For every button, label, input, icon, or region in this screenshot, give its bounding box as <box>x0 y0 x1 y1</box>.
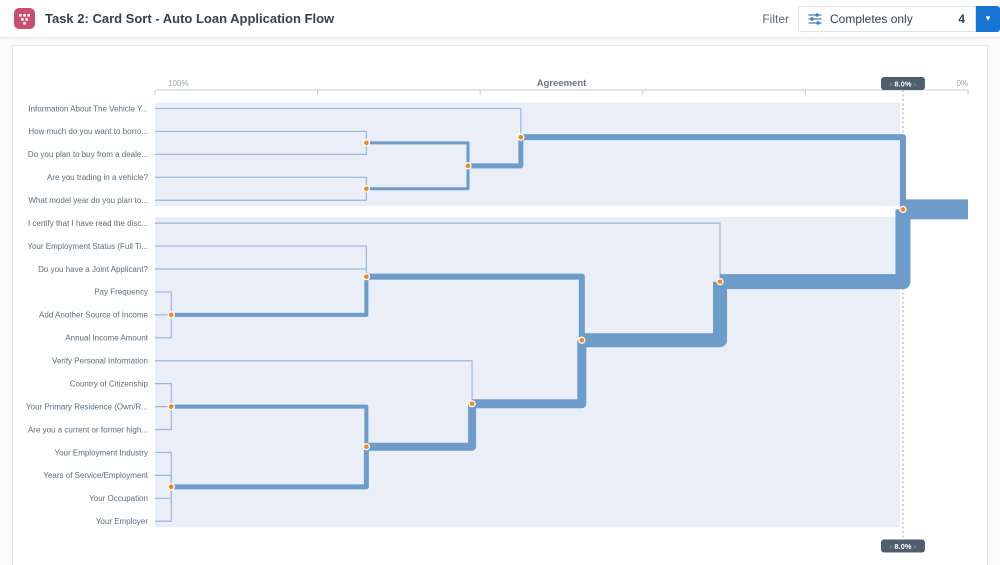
leaf-label: Years of Service/Employment <box>43 471 148 480</box>
dendrogram-link <box>155 360 473 404</box>
cluster-background <box>155 217 900 528</box>
leaf-label: Your Occupation <box>89 494 148 503</box>
dendrogram-link <box>155 222 721 282</box>
threshold-prev-icon[interactable]: ‹ <box>890 542 895 551</box>
threshold-next-icon[interactable]: › <box>912 542 917 551</box>
dendrogram-link <box>366 273 585 341</box>
dendrogram-link <box>366 403 477 451</box>
dendrogram-link <box>155 291 172 315</box>
dendrogram-link <box>155 486 172 522</box>
threshold-pill-bottom[interactable]: ‹ 8.0% › <box>880 539 925 553</box>
leaf-label: Do you plan to buy from a deale... <box>28 150 148 159</box>
header-bar: Task 2: Card Sort - Auto Loan Applicatio… <box>0 0 1000 37</box>
dendrogram-node[interactable] <box>362 139 371 147</box>
leaf-label: What model year do you plan to... <box>28 196 148 205</box>
dendrogram-node[interactable] <box>468 400 476 408</box>
dendrogram-link <box>155 176 367 189</box>
dendrogram-link <box>472 340 587 409</box>
card-sort-icon <box>14 8 35 29</box>
threshold-prev-icon[interactable]: ‹ <box>890 79 895 88</box>
filter-expand-button[interactable]: ▾ <box>976 5 1000 32</box>
dendrogram-node[interactable] <box>167 402 175 411</box>
threshold-next-icon[interactable]: › <box>912 79 917 88</box>
axis-label-agreement: Agreement <box>537 78 587 89</box>
dendrogram-link <box>720 209 911 290</box>
dendrogram-link <box>468 137 524 169</box>
filter-selected-value: Completes only <box>830 11 913 26</box>
leaf-label: Pay Frequency <box>94 288 148 297</box>
leaf-label: Country of Citizenship <box>70 379 149 388</box>
filter-count-badge: 4 <box>958 11 965 26</box>
dendrogram-link <box>155 314 172 339</box>
leaf-label: Your Employer <box>96 517 149 526</box>
dendrogram-link <box>366 141 470 166</box>
threshold-value: 8.0% <box>894 542 911 551</box>
leaf-label: Your Primary Residence (Own/R... <box>26 402 148 411</box>
page-title: Task 2: Card Sort - Auto Loan Applicatio… <box>45 11 335 26</box>
dendrogram-node[interactable] <box>362 443 371 451</box>
dendrogram-link <box>155 474 172 487</box>
filter-label: Filter <box>762 11 789 26</box>
dendrogram-link <box>520 134 906 210</box>
threshold-pill-top-body[interactable] <box>880 77 925 90</box>
dendrogram-link <box>155 245 367 277</box>
dendrogram-node[interactable] <box>716 278 724 286</box>
dendrogram-link <box>155 383 172 407</box>
axis-label-0: 0% <box>956 79 968 88</box>
dendrogram-node[interactable] <box>578 336 586 344</box>
dendrogram-node[interactable] <box>362 273 371 281</box>
dendrogram-link <box>155 107 522 138</box>
leaf-label: Add Another Source of Income <box>39 311 149 320</box>
dendrogram-link <box>155 142 367 155</box>
svg-text:‹ 8.0% ›: ‹ 8.0% › <box>890 542 917 551</box>
dendrogram-node[interactable] <box>167 483 175 491</box>
leaf-label: I certify that I have read the disc... <box>28 219 148 228</box>
leaf-label: Do you have a Joint Applicant? <box>38 265 148 274</box>
dendrogram-node[interactable] <box>167 311 175 319</box>
axis-label-100: 100% <box>168 79 188 88</box>
leaf-label: Your Employment Status (Full Ti... <box>27 242 148 251</box>
threshold-pill-bottom-body[interactable] <box>880 539 925 553</box>
leaf-label: Verify Personal Information <box>52 357 148 366</box>
svg-text:‹ 8.0% ›: ‹ 8.0% › <box>890 79 917 88</box>
dendrogram-link <box>171 276 369 317</box>
dendrogram-link <box>171 446 369 490</box>
leaf-label: Annual Income Amount <box>65 334 148 343</box>
dendrogram-link <box>366 165 470 191</box>
leaf-label: Are you a current or former high... <box>28 425 148 434</box>
dendrogram-node[interactable] <box>899 205 907 214</box>
filter-dropdown[interactable]: Completes only 4 <box>798 5 976 32</box>
leaf-label: Are you trading in a vehicle? <box>47 173 149 182</box>
dendrogram-node[interactable] <box>362 185 371 193</box>
leaf-label: Information About The Vehicle Y... <box>28 104 148 113</box>
dendrogram-node[interactable] <box>517 133 525 141</box>
dendrogram-link <box>155 188 367 201</box>
filter-sliders-icon <box>808 12 822 25</box>
dendrogram-link <box>155 130 367 143</box>
dendrogram-link <box>171 404 369 447</box>
dendrogram-node[interactable] <box>464 162 472 170</box>
chevron-down-icon: ▾ <box>985 13 991 23</box>
leaf-label: How much do you want to borro... <box>28 127 148 136</box>
dendrogram-link <box>155 406 172 431</box>
leaf-label: Your Employment Industry <box>54 448 148 457</box>
threshold-value: 8.0% <box>894 79 911 88</box>
threshold-pill-top[interactable]: ‹ 8.0% › <box>880 77 925 90</box>
dendrogram-link <box>581 281 728 348</box>
